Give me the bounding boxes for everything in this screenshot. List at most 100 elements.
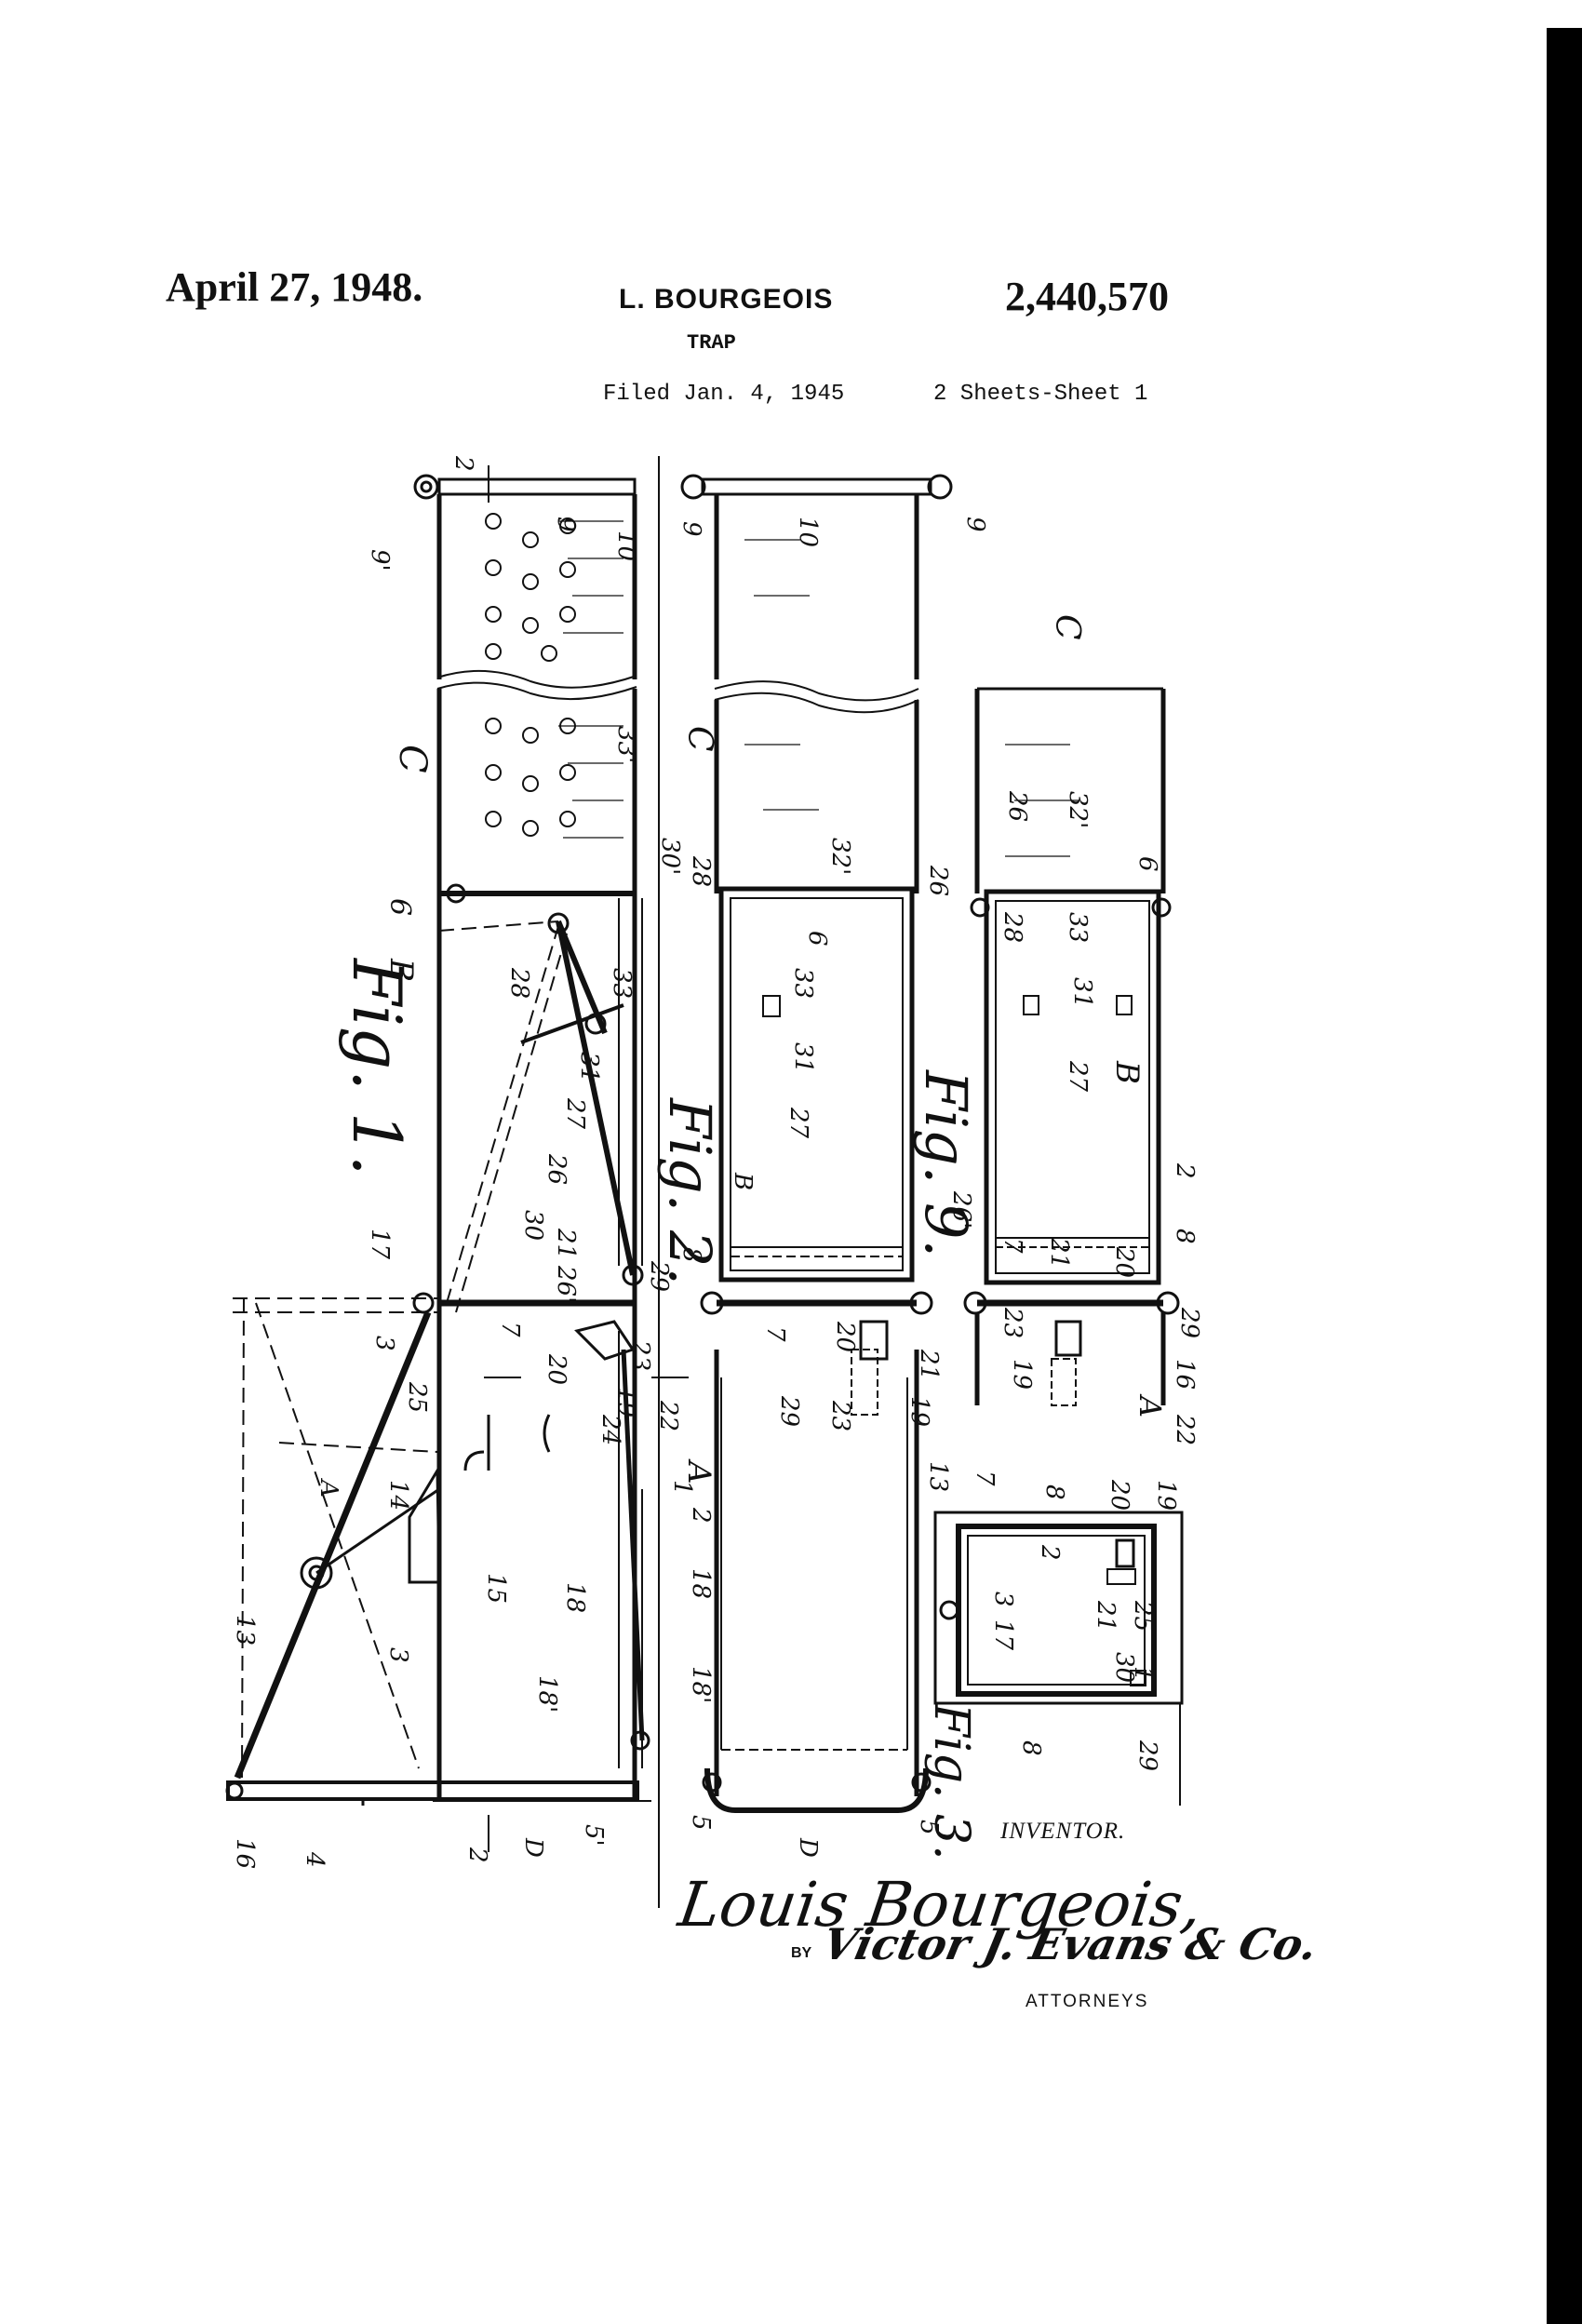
ref-numeral: 33 — [789, 968, 817, 999]
fig2-reference-numerals: 9 10 9 C 26 32' 6 33 31 27 B 28 8 7 20 2… — [677, 517, 989, 1858]
ref-numeral: 2 — [463, 1847, 491, 1863]
ref-numeral: D — [794, 1837, 822, 1858]
ref-numeral: 23 — [999, 1307, 1026, 1338]
ref-numeral: 18' — [533, 1675, 561, 1713]
ref-numeral: 10 — [612, 531, 640, 561]
ref-numeral: 7 — [761, 1326, 789, 1342]
ref-numeral: 9 — [961, 517, 989, 532]
ref-numeral: 30 — [1110, 1652, 1138, 1683]
ref-numeral: 27 — [784, 1107, 812, 1139]
ref-numeral: 10 — [794, 517, 822, 547]
ref-numeral: 2 — [1036, 1544, 1064, 1561]
ref-numeral: 30' — [656, 838, 684, 875]
ref-numeral: 7 — [971, 1471, 999, 1486]
ref-numeral: 8 — [1040, 1484, 1068, 1500]
ref-numeral: 9' — [366, 549, 394, 571]
ref-numeral: 7 — [999, 1238, 1026, 1254]
ref-numeral: 1 — [668, 1480, 696, 1496]
ref-numeral: 5 — [687, 1815, 715, 1831]
attorneys-label: ATTORNEYS — [1026, 1992, 1149, 2011]
ref-numeral: 6 — [1133, 856, 1161, 872]
ref-numeral: 26' — [947, 1190, 975, 1229]
ref-numeral: 22 — [654, 1400, 682, 1431]
ref-numeral: 23 — [826, 1400, 854, 1431]
ref-numeral: 18 — [687, 1568, 715, 1599]
ref-numeral: A — [315, 1478, 342, 1498]
fig2-drawing — [680, 474, 953, 1813]
ref-numeral: B — [382, 958, 420, 982]
ref-numeral: 31 — [575, 1052, 603, 1082]
ref-numeral: 5 — [915, 1820, 943, 1835]
ref-numeral: 2 — [449, 455, 477, 472]
ref-numeral: 25 — [403, 1381, 431, 1413]
ref-numeral: 14 — [384, 1480, 412, 1511]
ref-numeral: 3 — [384, 1647, 412, 1663]
ref-numeral: 28 — [687, 855, 715, 887]
ref-numeral: 16 — [231, 1838, 259, 1869]
ref-numeral: 3 — [370, 1336, 398, 1351]
ref-numeral: 21 — [1045, 1237, 1073, 1269]
ref-numeral: 33 — [608, 968, 636, 999]
ref-numeral: 9 — [677, 521, 705, 537]
ref-numeral: 4 — [301, 1851, 328, 1868]
ref-numeral: 31 — [1068, 977, 1096, 1008]
ref-numeral: 13 — [924, 1461, 952, 1492]
scan-edge-bar — [1547, 28, 1582, 2324]
inventor-label: INVENTOR. — [1000, 1819, 1126, 1844]
ref-numeral: 32' — [826, 838, 854, 875]
ref-numeral: 17 — [989, 1619, 1017, 1651]
ref-numeral: 26 — [924, 865, 952, 896]
ref-numeral: 30 — [519, 1210, 547, 1241]
ref-numeral: 26 — [543, 1153, 570, 1185]
ref-numeral: 27 — [561, 1097, 589, 1130]
ref-numeral: 19 — [1152, 1480, 1180, 1511]
ref-numeral: 6 — [803, 931, 831, 947]
fig3-reference-numerals: 7 8 20 19 2 3 17 21 25 30 1 8 29 — [971, 1471, 1180, 1771]
fig9-reference-numerals: C 26 32' 6 28 33 31 27 B 2 8 26' 7 21 20… — [947, 614, 1203, 1445]
ref-numeral: 21 — [552, 1228, 580, 1259]
ref-numeral: 29 — [645, 1260, 673, 1292]
ref-numeral: C — [391, 745, 434, 773]
ref-numeral: 24 — [597, 1414, 624, 1445]
attorney-signature: Victor J. Evans & Co. — [818, 1919, 1322, 1969]
ref-numeral: B — [1108, 1060, 1146, 1084]
ref-numeral: 8 — [1017, 1740, 1045, 1756]
ref-numeral: 26' — [552, 1265, 580, 1303]
ref-numeral: A — [680, 1458, 717, 1484]
ref-numeral: 33' — [612, 726, 640, 763]
ref-numeral: C — [680, 726, 718, 752]
ref-numeral: 15 — [482, 1573, 510, 1604]
ref-numeral: 23 — [626, 1339, 654, 1371]
ref-numeral: 27 — [1064, 1060, 1092, 1093]
ref-numeral: 6 — [383, 898, 416, 916]
sheet-count: 2 Sheets-Sheet 1 — [933, 382, 1148, 407]
ref-numeral: B — [729, 1172, 757, 1190]
fig2-label: Fig. 2. — [656, 1097, 724, 1285]
ref-numeral: 25 — [1129, 1600, 1157, 1632]
fig9-drawing — [963, 687, 1180, 1406]
ref-numeral: 19 — [905, 1396, 933, 1427]
ref-numeral: 20 — [831, 1321, 859, 1352]
ref-numeral: 29 — [1175, 1307, 1203, 1338]
fig3-drawing — [933, 1511, 1184, 1806]
ref-numeral: 29 — [775, 1395, 803, 1427]
ref-numeral: 2 — [1171, 1162, 1199, 1179]
ref-numeral: 13 — [231, 1615, 259, 1646]
ref-numeral: 17 — [366, 1229, 394, 1260]
ref-numeral: 22 — [1171, 1414, 1199, 1445]
patent-date: April 27, 1948. — [166, 264, 423, 310]
ref-numeral: D — [519, 1837, 547, 1858]
ref-numeral: 21 — [1092, 1600, 1119, 1632]
ref-numeral: 8 — [677, 1247, 705, 1263]
fig1-label: Fig. 1. — [338, 957, 416, 1176]
patent-title: TRAP — [687, 331, 736, 355]
ref-numeral: 20 — [1106, 1479, 1133, 1511]
ref-numeral: 28 — [505, 967, 533, 999]
inventor-header: L. BOURGEOIS — [619, 284, 834, 315]
filed-date: Filed Jan. 4, 1945 — [603, 382, 845, 407]
ref-numeral: 28 — [999, 911, 1026, 943]
ref-numeral: 7 — [496, 1322, 524, 1337]
ref-numeral: 32' — [1064, 791, 1092, 828]
